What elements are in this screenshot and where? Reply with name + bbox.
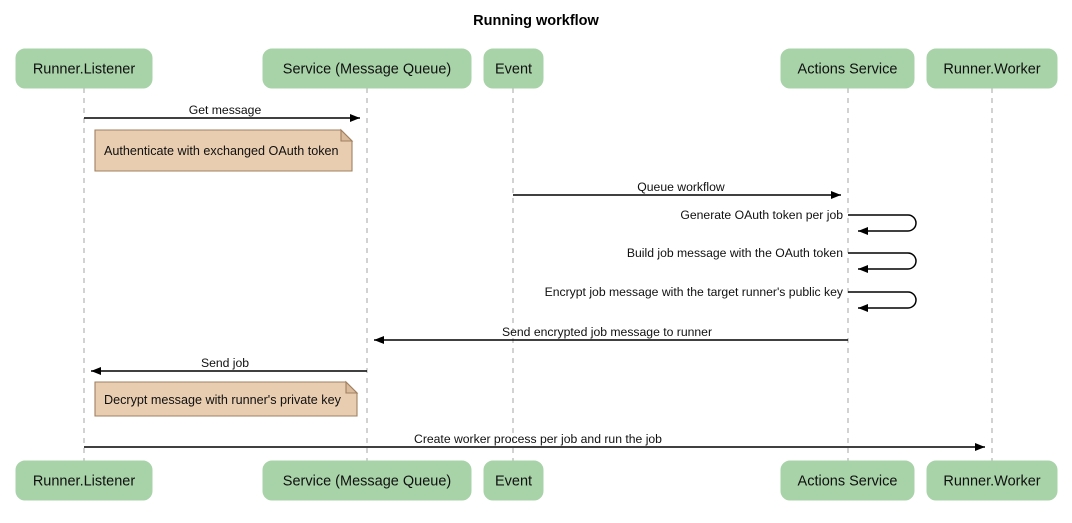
note-body	[94, 129, 353, 172]
message-label: Generate OAuth token per job	[680, 208, 843, 222]
message-label: Encrypt job message with the target runn…	[545, 285, 844, 299]
message-encrypt-job-message-public-key: Encrypt job message with the target runn…	[545, 285, 917, 312]
self-loop-arrow	[848, 214, 917, 235]
participant-actions-service-bottom[interactable]: Actions Service	[780, 460, 915, 501]
participant-label: Actions Service	[798, 473, 898, 489]
message-label: Queue workflow	[637, 180, 725, 194]
note-text: Decrypt message with runner's private ke…	[104, 393, 342, 407]
message-build-job-message-with-oauth-token: Build job message with the OAuth token	[627, 246, 917, 273]
participant-label: Service (Message Queue)	[283, 473, 451, 489]
participant-service-message-queue-bottom[interactable]: Service (Message Queue)	[262, 460, 472, 501]
participant-box[interactable]	[483, 48, 544, 89]
participant-event-bottom[interactable]: Event	[483, 460, 544, 501]
note-body	[94, 381, 358, 417]
self-loop-arrow	[848, 252, 917, 273]
message-label: Send job	[201, 356, 249, 370]
note-authenticate-with-exchanged-oauth-token: Authenticate with exchanged OAuth token	[94, 128, 354, 172]
participant-box[interactable]	[483, 460, 544, 501]
participant-label: Service (Message Queue)	[283, 61, 451, 77]
lifelines-layer	[83, 88, 993, 461]
participant-runner-worker-top[interactable]: Runner.Worker	[926, 48, 1058, 89]
participant-label: Event	[495, 473, 532, 489]
participants-header: Runner.Listener Service (Message Queue) …	[15, 48, 1058, 89]
message-label: Get message	[189, 103, 262, 117]
participant-actions-service-top[interactable]: Actions Service	[780, 48, 915, 89]
participant-runner-listener-top[interactable]: Runner.Listener	[15, 48, 153, 89]
message-send-encrypted-job-message-to-runner: Send encrypted job message to runner	[374, 325, 848, 344]
participant-box[interactable]	[780, 48, 915, 89]
participant-label: Runner.Worker	[943, 61, 1040, 77]
participant-label: Actions Service	[798, 61, 898, 77]
note-fold-icon	[340, 128, 354, 142]
participants-footer: Runner.Listener Service (Message Queue) …	[15, 460, 1058, 501]
note-text: Authenticate with exchanged OAuth token	[104, 144, 339, 158]
participant-box[interactable]	[262, 460, 472, 501]
participant-label: Runner.Listener	[33, 473, 136, 489]
self-loop-arrow	[848, 291, 917, 312]
message-send-job: Send job	[91, 356, 367, 375]
message-create-worker-process-per-job: Create worker process per job and run th…	[84, 432, 985, 451]
participant-box[interactable]	[926, 460, 1058, 501]
participant-box[interactable]	[15, 48, 153, 89]
participant-box[interactable]	[15, 460, 153, 501]
participant-runner-listener-bottom[interactable]: Runner.Listener	[15, 460, 153, 501]
note-decrypt-message-with-runners-private-key: Decrypt message with runner's private ke…	[94, 380, 359, 417]
participant-box[interactable]	[926, 48, 1058, 89]
participant-service-message-queue-top[interactable]: Service (Message Queue)	[262, 48, 472, 89]
participant-box[interactable]	[262, 48, 472, 89]
participant-label: Runner.Worker	[943, 473, 1040, 489]
note-fold-icon	[345, 380, 359, 394]
participant-runner-worker-bottom[interactable]: Runner.Worker	[926, 460, 1058, 501]
message-generate-oauth-token-per-job: Generate OAuth token per job	[680, 208, 917, 235]
participant-event-top[interactable]: Event	[483, 48, 544, 89]
message-label: Create worker process per job and run th…	[414, 432, 662, 446]
message-get-message: Get message	[84, 103, 360, 122]
participant-label: Runner.Listener	[33, 61, 136, 77]
participant-box[interactable]	[780, 460, 915, 501]
page-title: Running workflow	[473, 13, 599, 29]
message-label: Send encrypted job message to runner	[502, 325, 712, 339]
message-label: Build job message with the OAuth token	[627, 246, 843, 260]
message-queue-workflow: Queue workflow	[513, 180, 841, 199]
participant-label: Event	[495, 61, 532, 77]
